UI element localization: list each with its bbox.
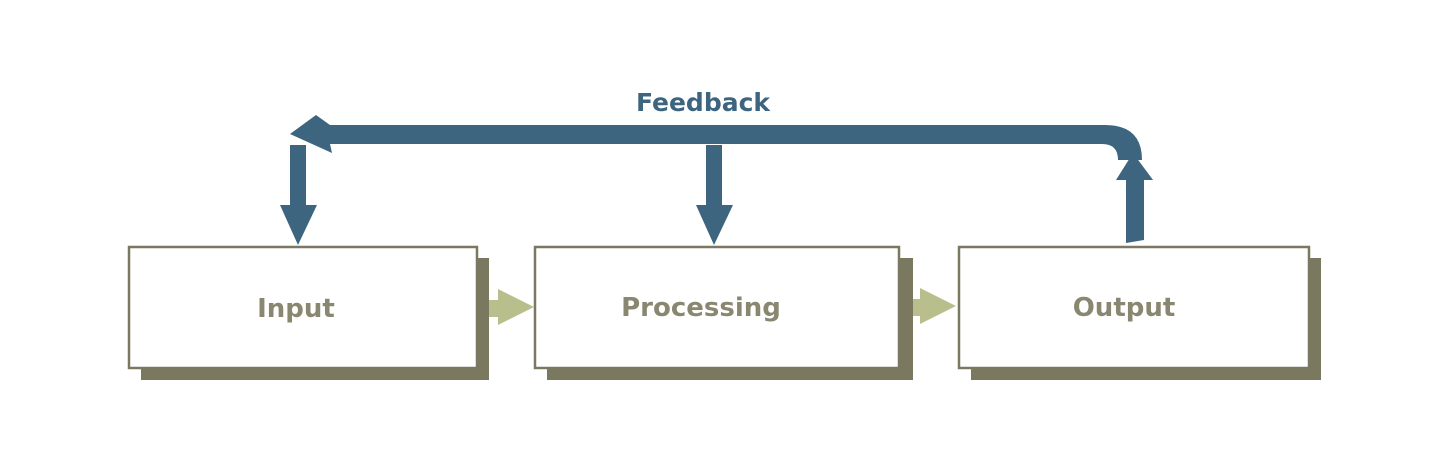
feedback-arrow-down-to-input (280, 145, 317, 245)
output-box: Output (957, 245, 1321, 380)
output-box-label: Output (1073, 293, 1176, 323)
feedback-label: Feedback (636, 88, 771, 117)
feedback-arrow-up-from-output (1116, 153, 1153, 243)
processing-box: Processing (533, 245, 913, 380)
input-box-label: Input (257, 294, 335, 324)
feedback-loop: Feedback (280, 88, 1153, 245)
feedback-line (320, 125, 1142, 160)
processing-box-body (533, 245, 901, 370)
output-box-body (957, 245, 1311, 370)
input-box-body (127, 245, 479, 370)
processing-box-label: Processing (621, 293, 781, 323)
input-box: Input (127, 245, 489, 380)
feedback-arrowhead-left (290, 115, 332, 153)
feedback-arrow-down-to-processing (696, 145, 733, 245)
